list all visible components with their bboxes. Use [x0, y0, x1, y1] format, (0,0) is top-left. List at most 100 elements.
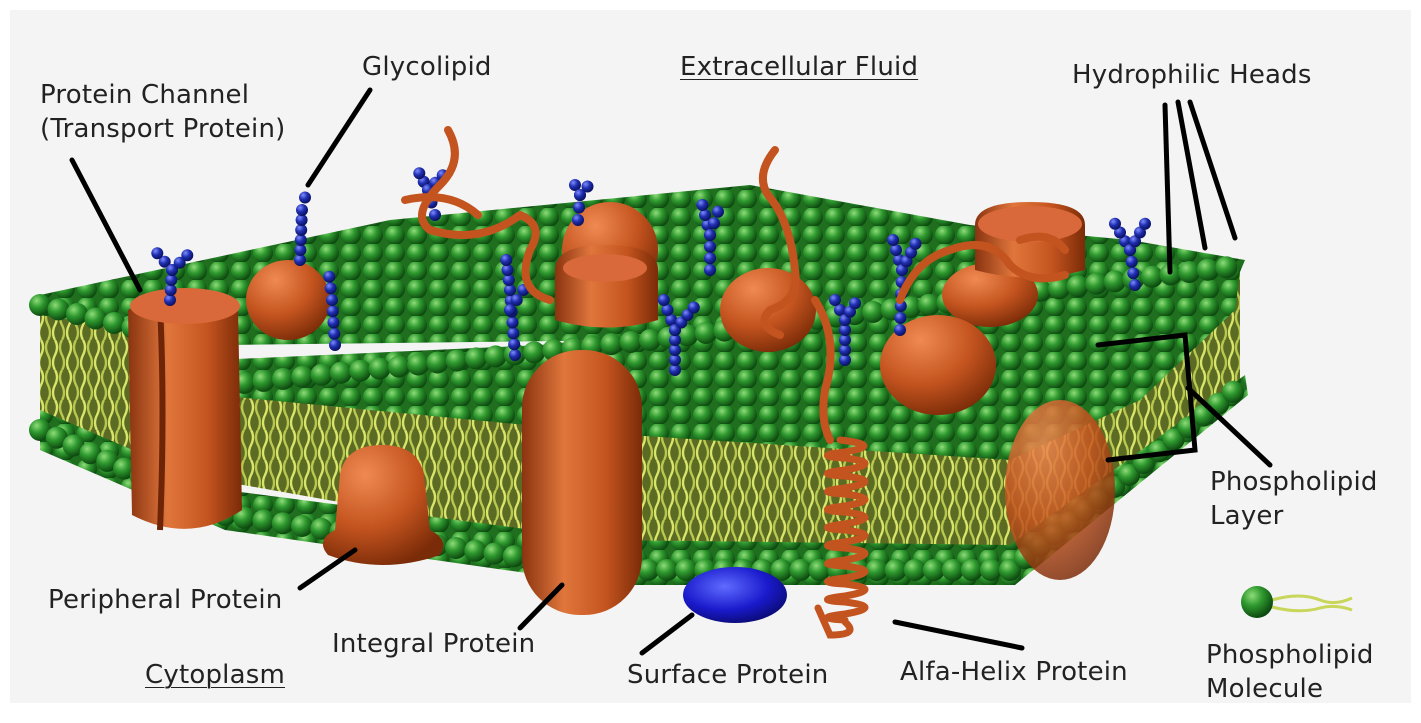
phospholipid-head	[464, 540, 486, 562]
phospholipid-head	[704, 264, 716, 276]
protein-channel-label: Protein Channel (Transport Protein)	[40, 78, 286, 146]
phospholipid-head	[1127, 267, 1139, 279]
phospholipid-head	[600, 333, 622, 355]
peripheral-dome-top	[246, 260, 330, 340]
phospholipid-head	[446, 350, 468, 372]
phospholipid-head	[296, 204, 308, 216]
phospholipid-head	[509, 349, 521, 361]
peripheral-protein-label: Peripheral Protein	[48, 583, 283, 617]
phospholipid-head	[500, 254, 512, 266]
phospholipid-head	[1139, 218, 1151, 230]
phospholipid-head	[29, 294, 51, 316]
phospholipid-head	[511, 294, 523, 306]
phospholipid-head	[688, 302, 700, 314]
protein-channel-label-line1: Protein Channel	[40, 78, 286, 112]
phospholipid-head	[326, 294, 338, 306]
phospholipid-head	[1129, 279, 1141, 291]
phospholipid-head	[291, 515, 313, 537]
phospholipid-layer-label: Phospholipid Layer	[1210, 465, 1378, 533]
phospholipid-head	[103, 312, 125, 334]
phospholipid-head	[311, 364, 333, 386]
phospholipid-head	[887, 234, 899, 246]
phospholipid-head	[508, 338, 520, 350]
protein-channel	[128, 288, 242, 530]
phospholipid-head	[369, 358, 391, 380]
phospholipid-head	[413, 167, 425, 179]
phospholipid-head	[253, 370, 275, 392]
surface-protein-shape	[683, 567, 787, 623]
phospholipid-head	[407, 354, 429, 376]
alfa-helix-protein-label: Alfa-Helix Protein	[900, 655, 1128, 689]
phospholipid-layer-label-line1: Phospholipid	[1210, 465, 1378, 499]
phospholipid-head	[388, 356, 410, 378]
phospholipid-head	[1141, 266, 1163, 288]
glycolipid-label: Glycolipid	[362, 50, 492, 84]
phospholipid-head	[910, 238, 922, 250]
phospholipid-head	[328, 317, 340, 329]
phospholipid-head	[507, 327, 519, 339]
extracellular-fluid-label: Extracellular Fluid	[680, 50, 918, 84]
phospholipid-head	[704, 252, 716, 264]
phospholipid-head	[1067, 275, 1089, 297]
phospholipid-head	[961, 559, 983, 581]
phospholipid-head	[1222, 381, 1244, 403]
phospholipid-head	[1178, 261, 1200, 283]
phospholipid-head	[704, 241, 716, 253]
phospholipid-head	[829, 294, 841, 306]
phospholipid-head	[980, 559, 1002, 581]
phospholipid-head	[291, 366, 313, 388]
phospholipid-molecule-label: Phospholipid Molecule	[1206, 638, 1374, 706]
phospholipid-head	[503, 545, 525, 567]
cytoplasm-label: Cytoplasm	[145, 658, 285, 692]
phospholipid-head	[181, 249, 193, 261]
phospholipid-head	[272, 368, 294, 390]
phospholipid-head	[504, 304, 516, 316]
phospholipid-head	[866, 559, 888, 581]
phospholipid-head	[904, 559, 926, 581]
phospholipid-head	[323, 271, 335, 283]
phospholipid-head	[572, 214, 584, 226]
phospholipid-head	[325, 282, 337, 294]
phospholipid-head	[656, 559, 678, 581]
phospholipid-head	[507, 317, 519, 329]
phospholipid-molecule-label-line1: Phospholipid	[1206, 638, 1374, 672]
phospholipid-head	[485, 345, 507, 367]
phospholipid-head	[66, 303, 88, 325]
phospholipid-head	[894, 324, 906, 336]
phospholipid-head	[849, 297, 861, 309]
phospholipid-head	[708, 217, 720, 229]
phospholipid-head	[639, 329, 661, 351]
phospholipid-head	[1109, 218, 1121, 230]
surface-protein-label: Surface Protein	[627, 658, 828, 692]
phospholipid-head	[695, 322, 717, 344]
integral-protein-label: Integral Protein	[332, 627, 535, 661]
phospholipid-molecule-label-line2: Molecule	[1206, 672, 1374, 706]
phospholipid-head	[790, 559, 812, 581]
phospholipid-head	[484, 543, 506, 565]
phospholipid-head	[1197, 259, 1219, 281]
phospholipid-head	[1126, 256, 1138, 268]
phospholipid-head	[429, 209, 441, 221]
phospholipid-head	[349, 360, 371, 382]
phospholipid-head	[942, 559, 964, 581]
phospholipid-head	[675, 559, 697, 581]
phospholipid-head	[329, 339, 341, 351]
phospholipid-head	[923, 559, 945, 581]
phospholipid-head	[445, 537, 467, 559]
hydrophilic-heads-label: Hydrophilic Heads	[1072, 58, 1312, 92]
phospholipid-layer-label-line2: Layer	[1210, 499, 1378, 533]
phospholipid-head	[582, 181, 594, 193]
phospholipid-head	[885, 559, 907, 581]
phospholipid-head	[330, 362, 352, 384]
phospholipid-head	[523, 341, 545, 363]
phospholipid-head	[1104, 270, 1126, 292]
phospholipid-head	[465, 347, 487, 369]
phospholipid-head	[253, 510, 275, 532]
phospholipid-head	[272, 512, 294, 534]
phospholipid-head	[699, 209, 711, 221]
protein-channel-label-line2: (Transport Protein)	[40, 112, 286, 146]
phospholipid-head	[712, 206, 724, 218]
phospholipid-head	[151, 247, 163, 259]
phospholipid-head	[299, 192, 311, 204]
phospholipid-head	[704, 229, 716, 241]
